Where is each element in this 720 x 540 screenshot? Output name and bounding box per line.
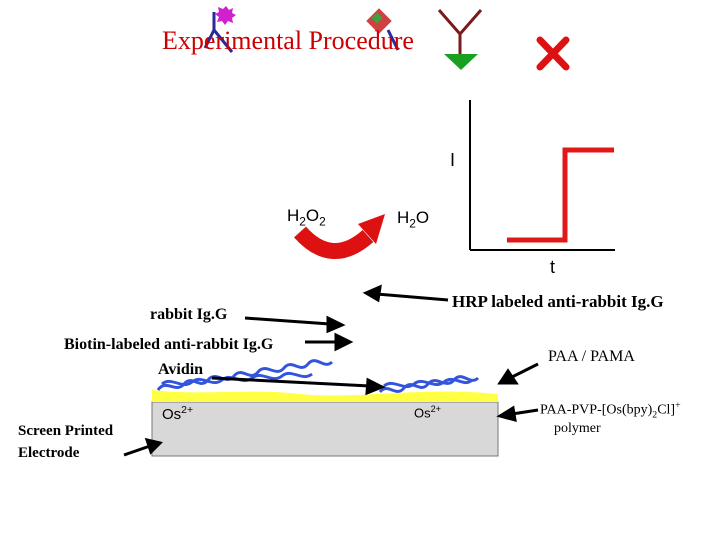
product-formula: H2O [397, 208, 430, 231]
cross-icon [536, 36, 570, 71]
rabbit-igg-label: rabbit Ig.G [150, 306, 228, 323]
pointer-arrows [123, 284, 539, 457]
os-left-label: Os2+ [162, 404, 194, 423]
avidin-label: Avidin [158, 361, 204, 378]
labeled-antibody-icon [366, 8, 400, 51]
reactant-formula: H2O2 [287, 206, 326, 229]
reaction-arrow [294, 214, 385, 259]
hrp-label: HRP labeled anti-rabbit Ig.G [452, 292, 664, 311]
polymer-label-line2: polymer [554, 421, 601, 436]
electrode-base [151, 401, 499, 457]
graph-x-label: t [550, 257, 556, 277]
polymer-label: PAA-PVP-[Os(bpy)2Cl]+ [540, 400, 681, 421]
paa-pama-label: PAA / PAMA [548, 348, 635, 365]
graph-y-label: I [450, 150, 456, 170]
page-title: Experimental Procedure [162, 26, 414, 55]
biotin-label: Biotin-labeled anti-rabbit Ig.G [64, 336, 274, 353]
polymer-layer [156, 359, 480, 394]
electrode-label-line2: Electrode [18, 445, 80, 461]
yellow-os-layer [152, 390, 498, 402]
electrode-label-line1: Screen Printed [18, 423, 114, 439]
os-right-label: Os2+ [414, 404, 441, 421]
antibody-icon [203, 6, 236, 53]
current-time-graph [469, 100, 615, 251]
y-antibody-icon [437, 9, 483, 70]
